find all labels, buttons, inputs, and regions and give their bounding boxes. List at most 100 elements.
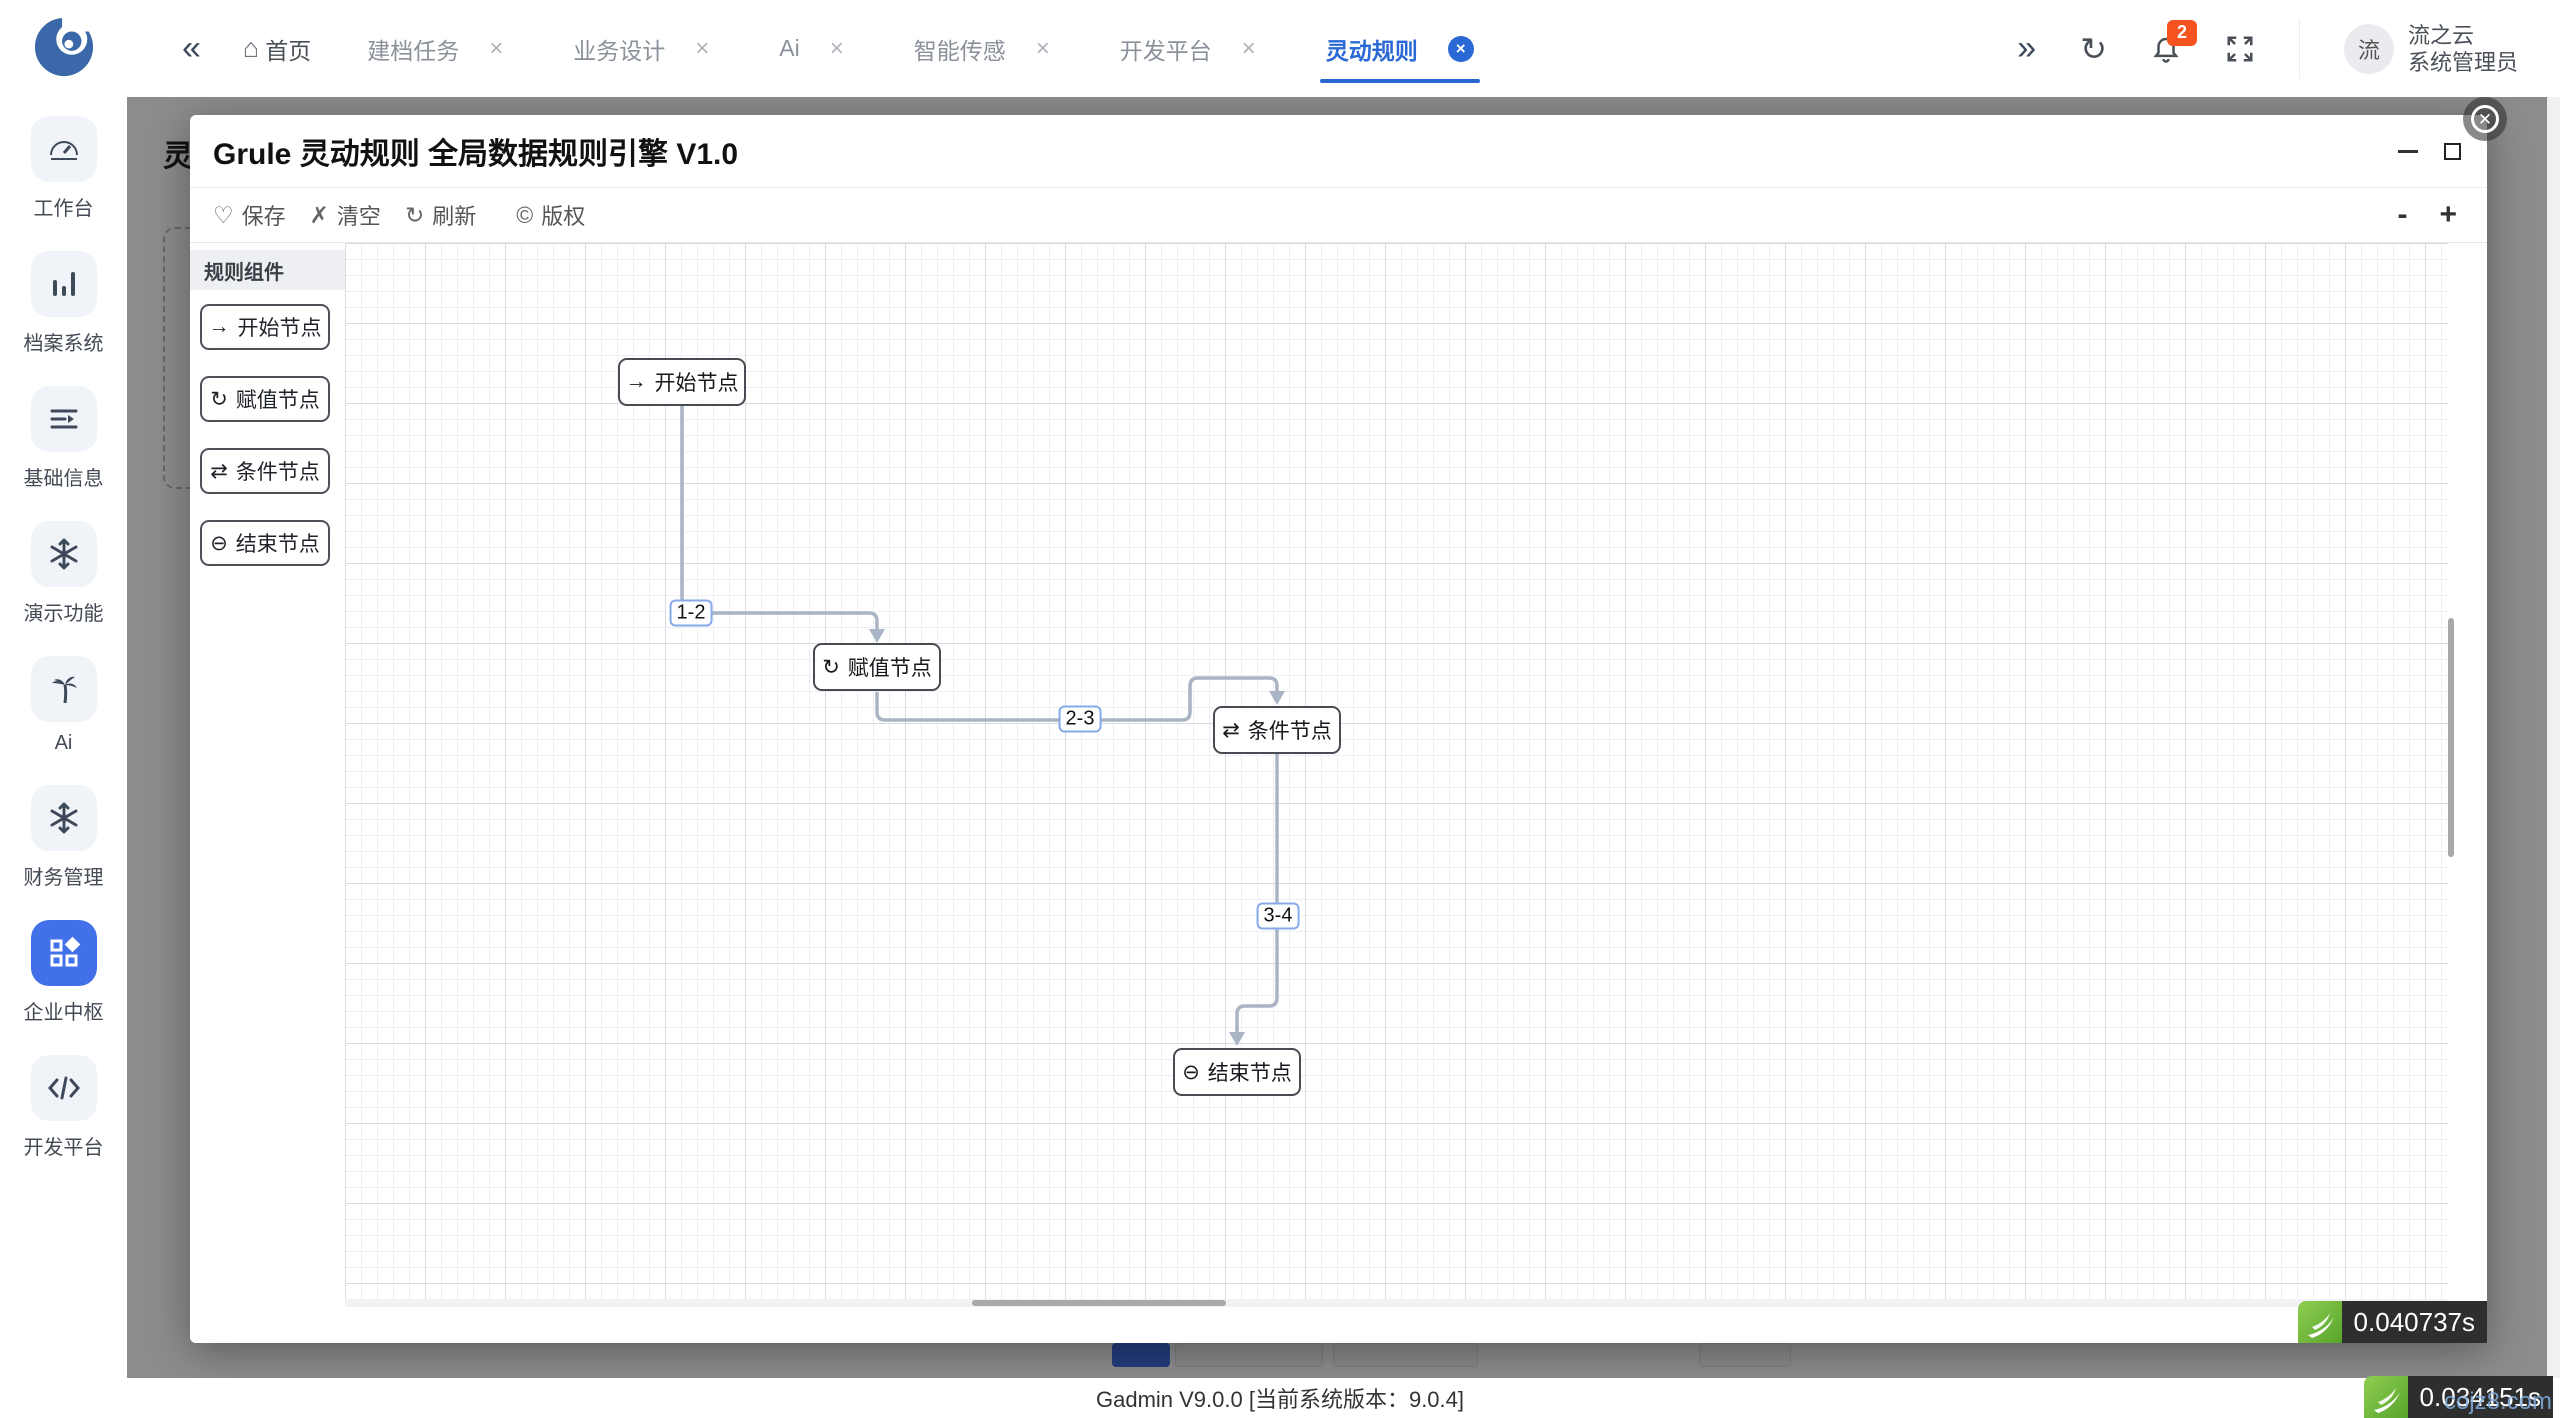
components-panel-title: 规则组件 [190,250,345,290]
rule-engine-modal: ✕ Grule 灵动规则 全局数据规则引擎 V1.0 ♡ 保存 ✗ 清空 ↻ 刷… [190,97,2507,1343]
rotate-icon: ↻ [404,201,425,228]
component-label: 结束节点 [235,533,320,556]
edge-label-1-2[interactable]: 1-2 [669,599,713,627]
edge-label-2-3[interactable]: 2-3 [1058,705,1102,733]
home-icon: ⌂ [242,33,260,63]
tab-开发平台[interactable]: 开发平台× [1114,0,1262,97]
bar-chart-icon [30,251,97,317]
tab-Ai[interactable]: Ai × [773,0,849,97]
tab-home-label: 首页 [265,37,312,64]
flow-node-开始节点[interactable]: → 开始节点 [618,358,746,406]
sidebar-item-palm[interactable]: Ai [24,656,104,755]
modules-icon [30,920,97,986]
pagination-button[interactable] [1699,1343,1791,1367]
sidebar-item-snowflake[interactable]: 演示功能 [24,521,104,626]
app-logo [34,16,95,77]
node-label: 开始节点 [654,372,739,395]
sidebar-item-modules[interactable]: 企业中枢 [24,920,104,1025]
edge-arrowhead [869,629,885,643]
fullscreen-icon[interactable] [2225,34,2255,64]
flame-icon [2297,1301,2342,1343]
flame-icon [2363,1376,2408,1418]
tab-label: 业务设计 [573,37,666,64]
tab-close-icon[interactable]: × [695,34,710,62]
page-timer-badge: 0.034151s [2363,1376,2553,1418]
zoom-out-button[interactable]: - [2397,198,2408,231]
save-button[interactable]: ♡ 保存 [213,201,286,230]
render-timer-value: 0.040737s [2341,1301,2487,1343]
sidebar-item-list[interactable]: 基础信息 [24,386,104,491]
sidebar-item-code[interactable]: 开发平台 [24,1055,104,1160]
maximize-button[interactable] [2444,142,2461,160]
modal-toolbar: ♡ 保存 ✗ 清空 ↻ 刷新 © 版权 - + [190,188,2487,243]
components-list: →开始节点 ↻ 赋值节点 ⇄条件节点 ⊖ 结束节点 [190,304,345,566]
zoom-in-button[interactable]: + [2439,198,2457,231]
node-type-icon: → [208,315,230,338]
flow-node-结束节点[interactable]: ⊖结束节点 [1173,1048,1301,1096]
tab-close-icon[interactable]: × [489,34,504,62]
sidebar-item-gauge[interactable]: 工作台 [24,116,104,221]
flow-node-赋值节点[interactable]: ↻赋值节点 [813,643,941,691]
component-label: 赋值节点 [235,389,320,412]
flow-node-条件节点[interactable]: ⇄ 条件节点 [1213,706,1341,754]
node-type-icon: ⇄ [1222,718,1240,742]
refresh-button[interactable]: ↻ 刷新 [404,201,477,230]
flow-canvas[interactable]: → 开始节点 ↻赋值节点 ⇄ 条件节点 ⊖结束节点 1-2 2-3 3-4 [345,243,2448,1299]
canvas-hscrollbar-thumb[interactable] [972,1300,1226,1306]
tab-智能传感[interactable]: 智能传感× [908,0,1056,97]
statusbar: Gadmin V9.0.0 [当前系统版本：9.0.4] 0.034151s c… [0,1376,2560,1418]
component-赋值节点[interactable]: ↻ 赋值节点 [200,376,330,422]
edge-label-3-4[interactable]: 3-4 [1256,902,1300,930]
refresh-icon[interactable]: ↻ [2080,30,2107,67]
heart-icon: ♡ [213,201,234,228]
page-scrollbar-track[interactable] [2547,97,2560,1378]
component-条件节点[interactable]: ⇄条件节点 [200,448,330,494]
notification-bell-icon[interactable]: 2 [2151,19,2197,64]
components-panel: 规则组件 →开始节点 ↻ 赋值节点 ⇄条件节点 ⊖ 结束节点 [190,243,345,1307]
copyright-icon: © [516,201,534,228]
tab-home[interactable]: ⌂ 首页 [243,32,311,66]
node-type-icon: → [625,370,647,393]
flow-edge-3-4[interactable] [1235,754,1279,1036]
tabs-expand-icon[interactable]: » [2017,29,2037,67]
pagination-active-page[interactable] [1112,1343,1170,1367]
minimize-button[interactable] [2398,149,2418,153]
sidebar-item-label: 企业中枢 [23,1002,104,1024]
node-type-icon: ⊖ [210,531,228,555]
tab-label: 灵动规则 [1325,37,1418,64]
tab-label: Ai [779,35,800,61]
component-开始节点[interactable]: →开始节点 [200,304,330,350]
pagination-button[interactable] [1333,1343,1478,1367]
copyright-button[interactable]: © 版权 [516,201,586,230]
sidebar-collapse-icon[interactable]: « [182,29,201,67]
component-结束节点[interactable]: ⊖ 结束节点 [200,520,330,566]
clear-button[interactable]: ✗ 清空 [309,201,381,230]
sidebar: 工作台档案系统基础信息演示功能 Ai 财务管理企业中枢开发平台 [0,0,127,1418]
list-icon [30,386,97,452]
pagination-button[interactable] [1175,1343,1323,1367]
tab-close-icon[interactable]: × [829,34,844,62]
palm-icon [30,656,97,722]
canvas-vscrollbar-thumb[interactable] [2448,618,2454,857]
tab-业务设计[interactable]: 业务设计 × [567,0,715,97]
tab-建档任务[interactable]: 建档任务× [361,0,509,97]
sidebar-item-label: 财务管理 [23,867,104,889]
node-type-icon: ↻ [210,387,228,411]
modal-close-button[interactable]: ✕ [2463,97,2507,141]
tab-灵动规则[interactable]: 灵动规则 × [1319,0,1480,97]
node-label: 条件节点 [1247,720,1332,743]
sidebar-item-snowflake[interactable]: 财务管理 [24,785,104,890]
node-label: 结束节点 [1207,1062,1292,1085]
tab-close-icon[interactable]: × [1241,34,1256,62]
node-type-icon: ↻ [822,655,840,679]
canvas-hscrollbar-track[interactable] [345,1299,2448,1307]
topbar-actions: » ↻ 2 流 流之云 系统管理员 [2017,18,2518,79]
tab-close-icon[interactable]: × [1035,34,1050,62]
user-menu[interactable]: 流 流之云 系统管理员 [2343,22,2518,76]
sidebar-item-label: 工作台 [33,198,94,220]
snowflake-icon [30,785,97,851]
tab-close-icon[interactable]: × [1447,35,1474,62]
flow-edge-2-3[interactable] [875,676,1279,722]
flow-edge-1-2[interactable] [680,406,879,633]
sidebar-item-bar-chart[interactable]: 档案系统 [24,251,104,356]
